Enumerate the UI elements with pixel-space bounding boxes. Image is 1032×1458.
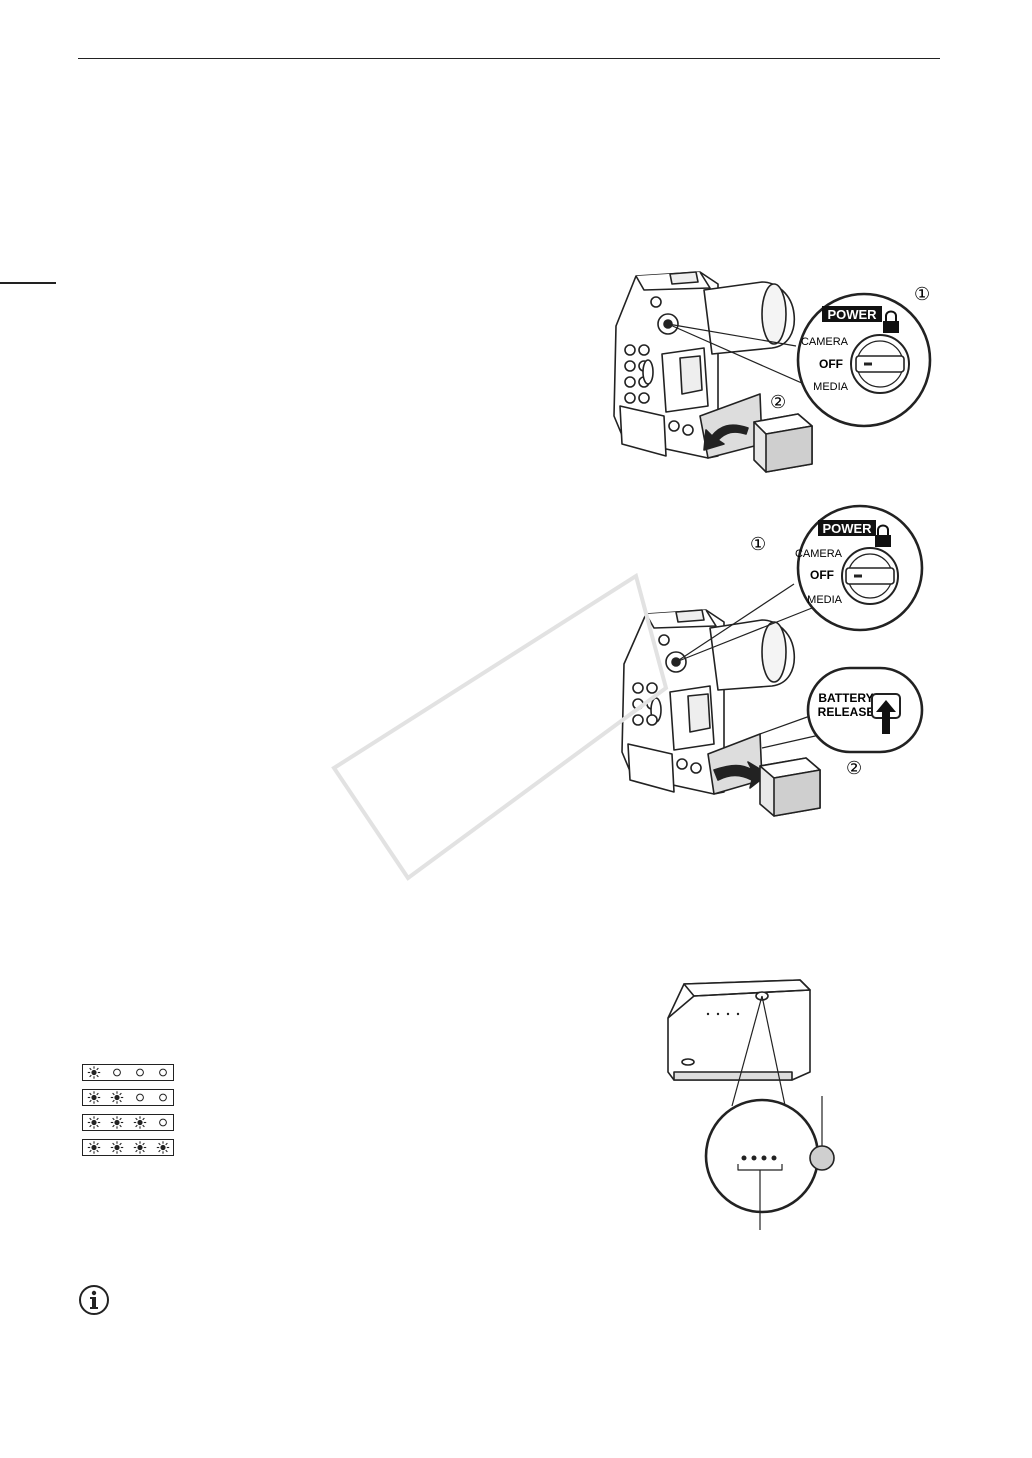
power-switch-dial [850,334,910,394]
led-lit-icon [110,1091,124,1104]
led-off-icon [159,1093,167,1102]
step-1-marker: ① [914,284,930,305]
battery-release-button [871,693,901,734]
step-1-marker: ① [750,534,766,555]
led-lit-icon [133,1116,147,1129]
info-icon [79,1285,109,1315]
led-lit-icon [87,1116,101,1129]
charge-level-row [82,1089,174,1106]
led-off-icon [113,1068,121,1077]
position-camera: CAMERA [801,336,849,348]
charge-level-row [82,1114,174,1131]
led-off-icon [136,1093,144,1102]
power-label: POWER [822,521,872,536]
led-lit-icon [87,1066,101,1079]
position-camera: CAMERA [795,548,843,560]
led-lit-icon [87,1091,101,1104]
battery-release-label-line1: BATTERY [818,691,873,705]
figure-attach-battery: POWER CAMERA OFF MEDIA ① ② [613,271,932,473]
led-lit-icon [110,1141,124,1154]
figure-remove-battery: POWER CAMERA OFF MEDIA ① ② BATTERY RELEA… [621,504,924,817]
position-off: OFF [810,568,834,582]
header-rule [78,58,940,59]
position-off: OFF [819,357,843,371]
charge-level-row [82,1064,174,1081]
lock-icon [883,310,899,333]
section-tab-mark [0,282,56,284]
led-lit-icon [133,1141,147,1154]
power-label: POWER [827,307,877,322]
led-lit-icon [110,1116,124,1129]
figure-battery-indicator [667,979,835,1230]
led-off-icon [136,1068,144,1077]
position-media: MEDIA [813,381,849,393]
power-switch-dial [841,547,899,605]
battery-release-label-line2: RELEASE [818,705,875,719]
led-off-icon [159,1068,167,1077]
led-lit-icon [87,1141,101,1154]
led-lit-icon [156,1141,170,1154]
step-2-marker: ② [846,758,862,779]
lock-icon [875,524,891,547]
position-media: MEDIA [807,594,843,606]
charge-level-row [82,1139,174,1156]
copy-watermark [331,572,669,881]
led-off-icon [159,1118,167,1127]
step-2-marker: ② [770,392,786,413]
